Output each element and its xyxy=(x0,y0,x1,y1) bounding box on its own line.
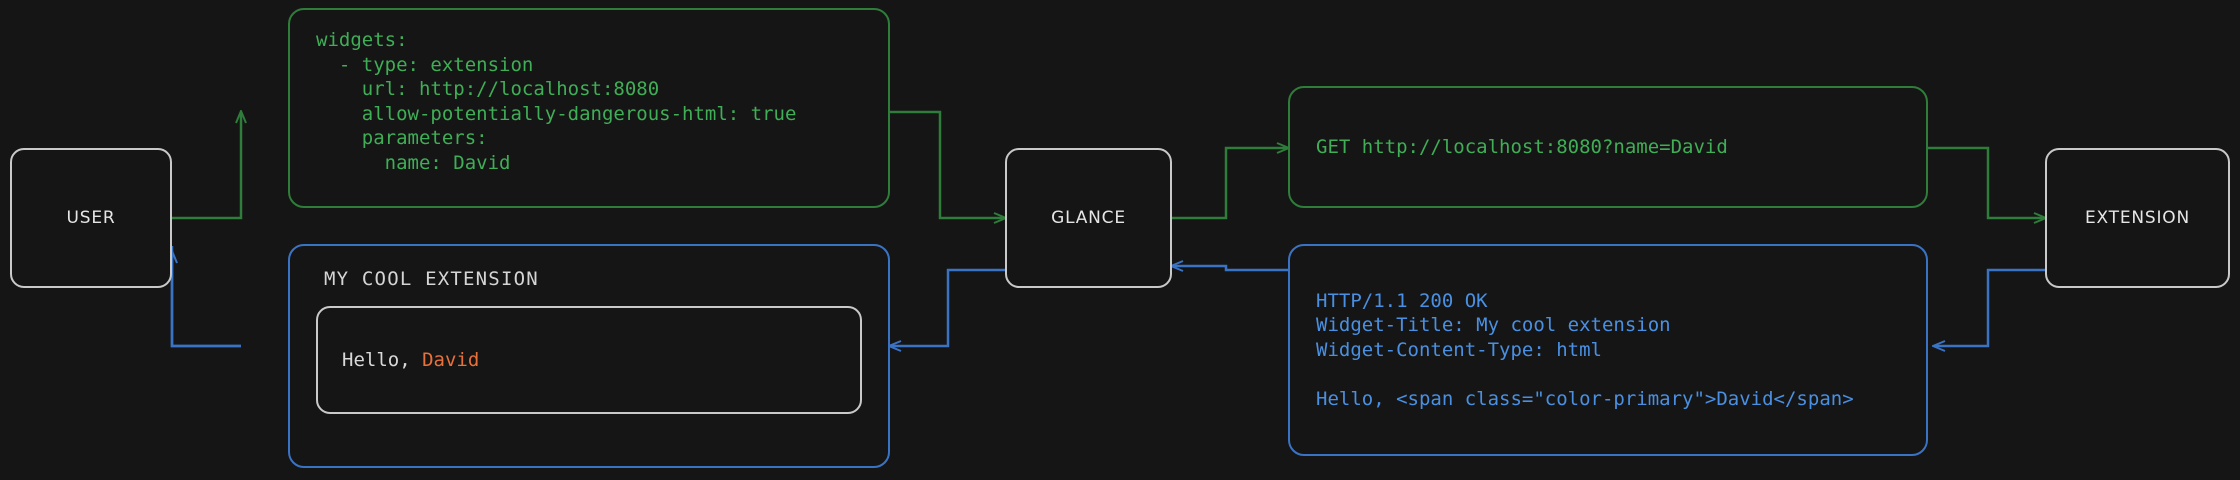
node-extension[interactable]: EXTENSION xyxy=(2045,148,2230,288)
node-extension-label: EXTENSION xyxy=(2084,208,2191,228)
config-yaml-bubble: widgets: - type: extension url: http://l… xyxy=(288,8,890,208)
node-glance-label: GLANCE xyxy=(1051,208,1126,228)
node-user-label: USER xyxy=(66,208,116,228)
widget-greeting-prefix: Hello, xyxy=(342,349,423,371)
widget-preview-card: Hello, David xyxy=(316,306,862,414)
widget-preview-title: MY COOL EXTENSION xyxy=(324,268,539,290)
http-request-code: GET http://localhost:8080?name=David xyxy=(1316,135,1728,158)
widget-preview-bubble: MY COOL EXTENSION Hello, David xyxy=(288,244,890,468)
config-yaml-code: widgets: - type: extension url: http://l… xyxy=(316,29,797,174)
widget-greeting-line: Hello, David xyxy=(342,349,479,371)
widget-greeting-name: David xyxy=(422,349,480,371)
http-response-code: HTTP/1.1 200 OK Widget-Title: My cool ex… xyxy=(1316,289,1854,410)
http-request-bubble: GET http://localhost:8080?name=David xyxy=(1288,86,1928,208)
widget-preview: MY COOL EXTENSION Hello, David xyxy=(316,268,862,414)
http-response-bubble: HTTP/1.1 200 OK Widget-Title: My cool ex… xyxy=(1288,244,1928,456)
node-glance[interactable]: GLANCE xyxy=(1005,148,1172,288)
node-user[interactable]: USER xyxy=(10,148,172,288)
